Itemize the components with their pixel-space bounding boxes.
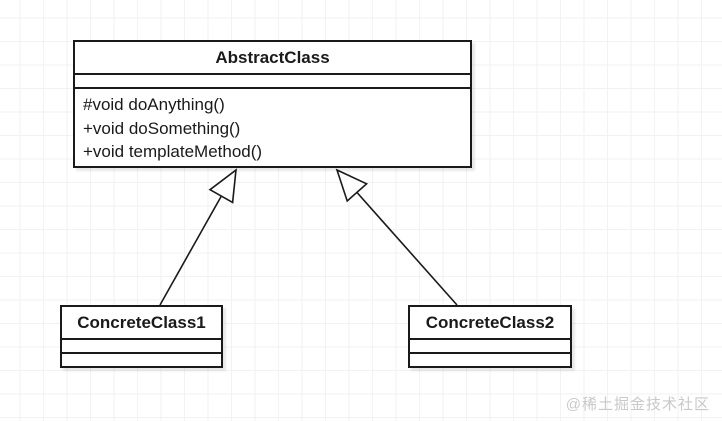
generalization-arrow-concreteclass2 — [335, 168, 458, 306]
attributes-compartment — [410, 340, 570, 354]
attributes-compartment — [62, 340, 221, 354]
watermark-text: @稀土掘金技术社区 — [565, 396, 710, 413]
methods-compartment — [410, 354, 570, 364]
method-label: #void doAnything() — [83, 95, 225, 114]
class-box-concreteclass2: ConcreteClass2 — [408, 305, 572, 368]
methods-compartment — [62, 354, 221, 364]
class-box-abstractclass: AbstractClass #void doAnything() +void d… — [73, 40, 472, 168]
class-name-label: ConcreteClass2 — [410, 307, 570, 340]
method-label: +void doSomething() — [83, 118, 241, 138]
class-name-label: AbstractClass — [75, 42, 470, 75]
attributes-compartment — [75, 75, 470, 89]
class-name-label: ConcreteClass1 — [62, 307, 221, 340]
method-label: +void templateMethod() — [83, 142, 263, 161]
generalization-arrow-concreteclass1 — [159, 168, 237, 306]
class-box-concreteclass1: ConcreteClass1 — [60, 305, 223, 368]
hollow-triangle-arrowhead — [208, 168, 237, 204]
hollow-triangle-arrowhead — [335, 168, 369, 203]
methods-compartment: #void doAnything() +void doSomething() +… — [75, 89, 470, 166]
